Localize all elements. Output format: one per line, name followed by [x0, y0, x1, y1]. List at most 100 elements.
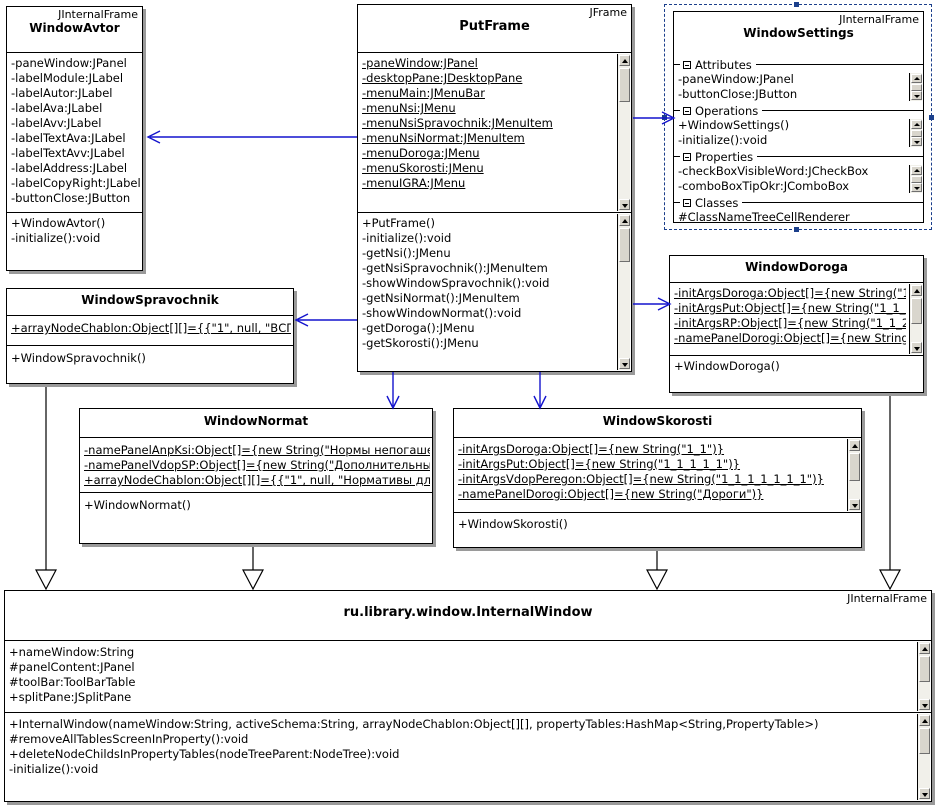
- attributes-compartment-put-frame[interactable]: -paneWindow:JPanel-desktopPane:JDesktopP…: [358, 53, 631, 213]
- operations-compartment-window-normat[interactable]: +WindowNormat(): [80, 493, 432, 543]
- class-title: WindowAvtor: [29, 21, 120, 35]
- member-row: -paneWindow:JPanel: [678, 72, 794, 86]
- operations-compartment-put-frame[interactable]: +PutFrame()-initialize():void-getNsi():J…: [358, 213, 631, 371]
- section-label: Attributes: [695, 57, 752, 72]
- selection-handle-right[interactable]: [929, 115, 934, 120]
- section-header-classes[interactable]: Classes: [674, 195, 923, 210]
- attribute-row: +arrayNodeChablon:Object[][]={{"1", null…: [11, 321, 291, 335]
- section-header-properties[interactable]: Properties: [674, 149, 923, 164]
- operation-row: #removeAllTablesScreenInProperty():void: [9, 732, 249, 746]
- section-body-operations[interactable]: +WindowSettings()-initialize():void: [674, 118, 923, 148]
- scroll-up-button[interactable]: [919, 715, 930, 726]
- attribute-row: -menuIGRA:JMenu: [362, 176, 466, 190]
- operation-row: -getNsiSpravochnik():JMenuItem: [362, 261, 548, 275]
- scrollbar-thumb[interactable]: [911, 130, 922, 137]
- scroll-up-button[interactable]: [619, 215, 630, 226]
- scroll-down-button[interactable]: [619, 199, 630, 210]
- scroll-down-button[interactable]: [911, 137, 922, 146]
- attributes-compartment-window-avtor[interactable]: -paneWindow:JPanel-labelModule:JLabel-la…: [7, 53, 142, 213]
- scroll-up-button[interactable]: [911, 74, 922, 83]
- section-body-attributes[interactable]: -paneWindow:JPanel-buttonClose:JButton: [674, 72, 923, 102]
- scrollbar-vertical[interactable]: [617, 54, 630, 211]
- operations-compartment-window-doroga[interactable]: +WindowDoroga(): [670, 356, 923, 391]
- generalization-windowspravochnik-to-internalwindow: [35, 387, 57, 591]
- operations-compartment-internal-window[interactable]: +InternalWindow(nameWindow:String, activ…: [5, 713, 931, 801]
- scroll-down-button[interactable]: [919, 788, 930, 799]
- section-header-operations[interactable]: Operations: [674, 103, 923, 118]
- selection-handle-top[interactable]: [794, 2, 799, 7]
- scroll-up-button[interactable]: [849, 440, 860, 451]
- scroll-down-button[interactable]: [911, 342, 922, 353]
- attributes-compartment-window-skorosti[interactable]: -initArgsDoroga:Object[]={new String("1_…: [454, 438, 861, 513]
- scrollbar-thumb[interactable]: [849, 453, 860, 481]
- class-box-window-normat[interactable]: WindowNormat -namePanelAnpKsi:Object[]={…: [79, 408, 433, 544]
- scroll-up-button[interactable]: [911, 166, 922, 175]
- collapse-minus-icon[interactable]: [683, 60, 691, 69]
- class-title: WindowSettings: [743, 26, 854, 40]
- scroll-down-button[interactable]: [911, 91, 922, 100]
- collapse-minus-icon[interactable]: [683, 198, 691, 207]
- class-box-window-skorosti[interactable]: WindowSkorosti -initArgsDoroga:Object[]=…: [453, 408, 862, 548]
- member-row: -comboBoxTipOkr:JComboBox: [678, 179, 850, 193]
- scrollbar-vertical[interactable]: [917, 714, 930, 800]
- scrollbar-vertical[interactable]: [909, 284, 922, 354]
- scroll-down-button[interactable]: [619, 358, 630, 369]
- selection-handle-bottom[interactable]: [794, 227, 799, 232]
- operation-row: +WindowNormat(): [84, 498, 191, 512]
- scrollbar-vertical[interactable]: [617, 214, 630, 370]
- scrollbar-vertical[interactable]: [847, 439, 860, 511]
- class-title: ru.library.window.InternalWindow: [343, 605, 593, 620]
- scrollbar-thumb[interactable]: [911, 84, 922, 91]
- attributes-compartment-window-normat[interactable]: -namePanelAnpKsi:Object[]={new String("Н…: [80, 438, 432, 493]
- triangle-up-icon: [914, 169, 920, 172]
- scrollbar-thumb[interactable]: [619, 68, 630, 102]
- scroll-down-button[interactable]: [919, 699, 930, 710]
- scrollbar-vertical[interactable]: [917, 642, 930, 711]
- class-box-window-settings[interactable]: JInternalFrame WindowSettings Attributes…: [673, 11, 924, 225]
- triangle-up-icon: [914, 123, 920, 126]
- scroll-down-button[interactable]: [911, 183, 922, 192]
- attributes-compartment-window-doroga[interactable]: -initArgsDoroga:Object[]={new String("1_…: [670, 283, 923, 356]
- triangle-down-icon: [914, 141, 920, 144]
- scrollbar-thumb[interactable]: [911, 298, 922, 324]
- attribute-row: -initArgsDoroga:Object[]={new String("1_…: [674, 286, 906, 300]
- attribute-rows: +arrayNodeChablon:Object[][]={{"1", null…: [7, 316, 293, 339]
- operation-row: -initialize():void: [11, 231, 101, 245]
- operations-compartment-window-spravochnik[interactable]: +WindowSpravochnik(): [7, 346, 293, 383]
- section-body-properties[interactable]: -checkBoxVisibleWord:JCheckBox-comboBoxT…: [674, 164, 923, 194]
- attribute-row: -menuSkorosti:JMenu: [362, 161, 484, 175]
- collapse-minus-icon[interactable]: [683, 106, 691, 115]
- scroll-up-button[interactable]: [919, 643, 930, 654]
- scrollbar-thumb[interactable]: [911, 176, 922, 183]
- class-box-window-spravochnik[interactable]: WindowSpravochnik +arrayNodeChablon:Obje…: [6, 288, 294, 384]
- class-header-window-normat: WindowNormat: [80, 409, 432, 438]
- scroll-up-button[interactable]: [911, 285, 922, 296]
- operations-compartment-window-skorosti[interactable]: +WindowSkorosti(): [454, 513, 861, 547]
- operations-compartment-window-avtor[interactable]: +WindowAvtor()-initialize():void: [7, 213, 142, 270]
- scrollbar-thumb[interactable]: [919, 728, 930, 754]
- scroll-down-button[interactable]: [849, 499, 860, 510]
- section-header-attributes[interactable]: Attributes: [674, 57, 923, 72]
- scrollbar-vertical[interactable]: [909, 165, 922, 193]
- section-body-classes[interactable]: #ClassNameTreeCellRenderer: [674, 210, 923, 225]
- scrollbar-vertical[interactable]: [909, 73, 922, 101]
- class-header-window-avtor: JInternalFrame WindowAvtor: [7, 7, 142, 53]
- operation-row: +WindowSpravochnik(): [11, 351, 146, 365]
- scroll-up-button[interactable]: [619, 55, 630, 66]
- class-stereotype: JInternalFrame: [839, 13, 919, 26]
- class-box-internal-window[interactable]: JInternalFrame ru.library.window.Interna…: [4, 590, 932, 802]
- collapse-minus-icon[interactable]: [683, 152, 691, 161]
- attributes-compartment-window-spravochnik[interactable]: +arrayNodeChablon:Object[][]={{"1", null…: [7, 316, 293, 346]
- dependency-putframe-to-windowskorosti: [533, 372, 547, 410]
- triangle-up-icon: [914, 289, 920, 293]
- attributes-compartment-internal-window[interactable]: +nameWindow:String#panelContent:JPanel#t…: [5, 641, 931, 713]
- scrollbar-vertical[interactable]: [909, 119, 922, 147]
- scrollbar-thumb[interactable]: [919, 656, 930, 682]
- class-box-window-doroga[interactable]: WindowDoroga -initArgsDoroga:Object[]={n…: [669, 255, 924, 393]
- scroll-up-button[interactable]: [911, 120, 922, 129]
- scrollbar-thumb[interactable]: [619, 228, 630, 262]
- class-stereotype: JInternalFrame: [847, 592, 927, 605]
- class-box-window-avtor[interactable]: JInternalFrame WindowAvtor -paneWindow:J…: [6, 6, 143, 271]
- class-box-put-frame[interactable]: JFrame PutFrame -paneWindow:JPanel-deskt…: [357, 4, 632, 372]
